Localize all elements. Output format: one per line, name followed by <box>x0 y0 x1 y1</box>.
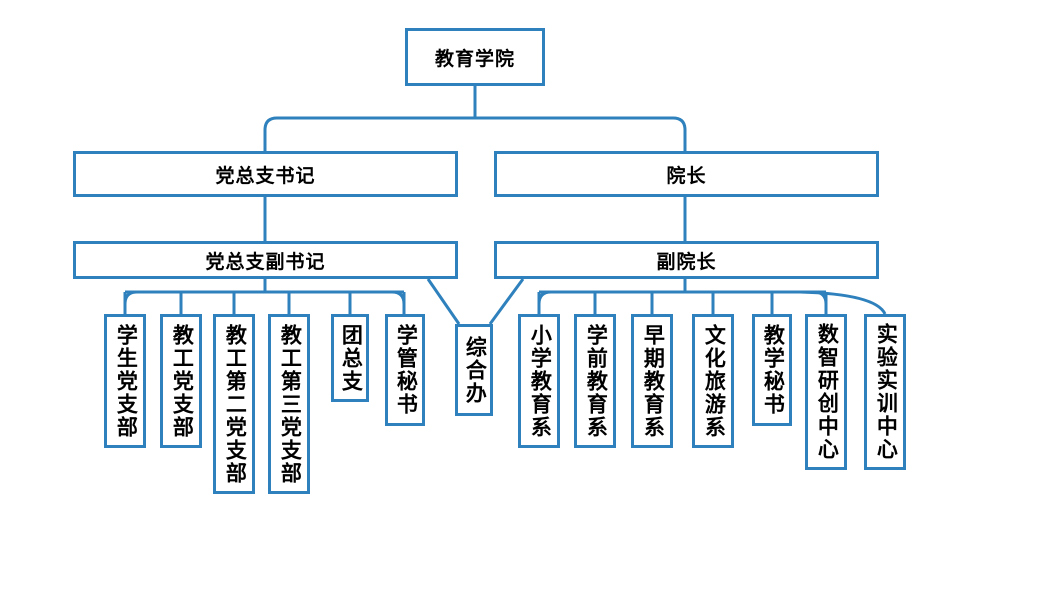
node-staff-party-branch[interactable]: 教工党支部 <box>160 314 202 448</box>
node-label: 党总支副书记 <box>205 251 326 273</box>
node-label: 小学教育系 <box>528 323 552 439</box>
node-digital-intelligence-center[interactable]: 数智研创中心 <box>805 314 847 470</box>
node-preschool-education-dept[interactable]: 学前教育系 <box>574 314 616 448</box>
node-label: 实验实训中心 <box>874 323 898 461</box>
node-dean[interactable]: 院长 <box>494 151 879 197</box>
node-label: 院长 <box>666 165 707 187</box>
connector-left-bus-corner-start <box>123 290 138 305</box>
node-label: 数智研创中心 <box>815 323 839 461</box>
node-label: 团总支 <box>339 323 363 393</box>
connector-level2-bus-left <box>263 116 475 151</box>
node-student-affairs-secretary[interactable]: 学管秘书 <box>385 314 425 426</box>
node-staff-third-party-branch[interactable]: 教工第三党支部 <box>268 314 310 494</box>
node-early-education-dept[interactable]: 早期教育系 <box>631 314 673 448</box>
node-youth-league-branch[interactable]: 团总支 <box>331 314 369 402</box>
connector-right-bus-corner-end <box>813 290 828 305</box>
node-vice-dean[interactable]: 副院长 <box>494 241 879 279</box>
connector-left-bus-corner-end <box>391 290 406 305</box>
node-label: 综合办 <box>463 335 487 405</box>
connector-level2-bus-right <box>475 116 687 151</box>
node-teaching-secretary[interactable]: 教学秘书 <box>752 314 792 426</box>
connector-right-bus-corner-start <box>537 290 552 305</box>
connector-deputy-to-general-office <box>426 278 461 325</box>
node-education-college[interactable]: 教育学院 <box>405 28 545 86</box>
node-label: 学管秘书 <box>394 324 418 416</box>
node-label: 党总支书记 <box>215 165 316 187</box>
node-label: 教工党支部 <box>170 323 194 439</box>
node-deputy-party-secretary[interactable]: 党总支副书记 <box>73 241 458 279</box>
node-label: 学生党支部 <box>114 323 138 439</box>
node-label: 文化旅游系 <box>702 323 726 439</box>
node-party-secretary[interactable]: 党总支书记 <box>73 151 458 197</box>
node-label: 教工第三党支部 <box>278 323 302 485</box>
node-label: 早期教育系 <box>641 323 665 439</box>
node-label: 学前教育系 <box>584 323 608 439</box>
node-student-party-branch[interactable]: 学生党支部 <box>104 314 146 448</box>
connector-curve-to-experiment-center <box>799 290 887 315</box>
node-label: 教学秘书 <box>761 324 785 416</box>
node-label: 副院长 <box>656 251 717 273</box>
node-general-office[interactable]: 综合办 <box>455 324 493 416</box>
node-label: 教工第二党支部 <box>223 323 247 485</box>
node-culture-tourism-dept[interactable]: 文化旅游系 <box>692 314 734 448</box>
node-staff-second-party-branch[interactable]: 教工第二党支部 <box>213 314 255 494</box>
node-label: 教育学院 <box>434 48 515 70</box>
node-primary-education-dept[interactable]: 小学教育系 <box>518 314 560 448</box>
node-experiment-training-center[interactable]: 实验实训中心 <box>864 314 906 470</box>
